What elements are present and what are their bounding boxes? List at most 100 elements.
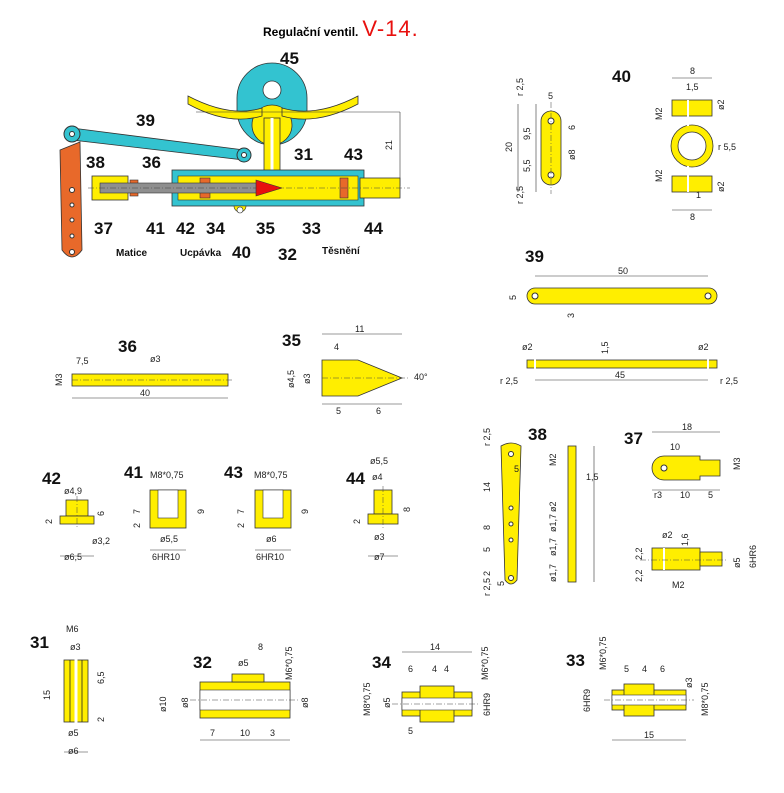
svg-text:1,5: 1,5: [586, 472, 599, 482]
asm-num-45: 45: [280, 49, 299, 68]
svg-text:7: 7: [236, 509, 246, 514]
svg-text:10: 10: [670, 442, 680, 452]
svg-text:ø6: ø6: [266, 534, 277, 544]
svg-text:5: 5: [508, 295, 518, 300]
svg-text:2,2: 2,2: [634, 569, 644, 582]
svg-text:ø2: ø2: [716, 181, 726, 192]
part-44-num: 44: [346, 469, 365, 488]
svg-text:5: 5: [708, 490, 713, 500]
svg-text:40°: 40°: [414, 372, 428, 382]
part-36: 36 7,5 ø3 M3 40: [54, 337, 232, 399]
svg-text:6HR10: 6HR10: [152, 552, 180, 562]
svg-text:5,5: 5,5: [522, 159, 532, 172]
part-44: 44 ø5,5 ø4 8 2 ø3 ø7: [346, 456, 412, 562]
svg-text:ø4,5: ø4,5: [286, 370, 296, 388]
svg-text:ø3,2: ø3,2: [92, 536, 110, 546]
svg-text:ø3: ø3: [150, 354, 161, 364]
part-31-num: 31: [30, 633, 49, 652]
svg-text:M2: M2: [548, 453, 558, 466]
svg-text:15: 15: [42, 690, 52, 700]
svg-text:6: 6: [96, 511, 106, 516]
svg-text:2: 2: [236, 523, 246, 528]
svg-text:4: 4: [642, 664, 647, 674]
asm-num-35: 35: [256, 219, 275, 238]
svg-text:6HR6: 6HR6: [748, 545, 758, 568]
svg-text:ø5: ø5: [732, 557, 742, 568]
svg-text:ø3: ø3: [70, 642, 81, 652]
svg-text:14: 14: [482, 482, 492, 492]
part-37-num: 37: [624, 429, 643, 448]
svg-text:45: 45: [615, 370, 625, 380]
svg-text:10: 10: [240, 728, 250, 738]
svg-text:ø7: ø7: [374, 552, 385, 562]
svg-text:8: 8: [690, 66, 695, 76]
svg-text:40: 40: [140, 388, 150, 398]
svg-text:ø1,7: ø1,7: [548, 514, 558, 532]
svg-text:8: 8: [402, 507, 412, 512]
svg-text:r 2,5: r 2,5: [515, 78, 525, 96]
svg-text:1,5: 1,5: [600, 341, 610, 354]
svg-text:7: 7: [132, 509, 142, 514]
part-43-num: 43: [224, 463, 243, 482]
svg-text:ø5: ø5: [382, 697, 392, 708]
svg-text:ø3: ø3: [302, 373, 312, 384]
title-code: V-14.: [362, 16, 419, 41]
svg-text:8: 8: [482, 525, 492, 530]
svg-text:3: 3: [566, 313, 576, 318]
part-36-num: 36: [118, 337, 137, 356]
svg-text:5: 5: [482, 547, 492, 552]
asm-num-43: 43: [344, 145, 363, 164]
svg-text:5: 5: [408, 726, 413, 736]
svg-text:14: 14: [430, 642, 440, 652]
svg-text:5: 5: [514, 464, 519, 474]
svg-text:8: 8: [258, 642, 263, 652]
asm-num-36: 36: [142, 153, 161, 172]
svg-text:2: 2: [96, 717, 106, 722]
svg-text:ø5: ø5: [238, 658, 249, 668]
part-33-num: 33: [566, 651, 585, 670]
svg-text:5: 5: [496, 581, 506, 586]
svg-text:r3: r3: [654, 490, 662, 500]
label-ucpavka: Ucpávka: [180, 248, 222, 259]
svg-text:M2: M2: [654, 107, 664, 120]
svg-text:ø4: ø4: [372, 472, 383, 482]
part-34: 34 14 6 4 4 M6*0,75 M8*0,75 ø5 6HR9 5: [362, 642, 492, 736]
part-42-num: 42: [42, 469, 61, 488]
title-text: Regulační ventil.: [263, 25, 359, 39]
svg-text:r 2,5: r 2,5: [482, 428, 492, 446]
svg-text:1,6: 1,6: [680, 533, 690, 546]
svg-text:r 2,5: r 2,5: [500, 376, 518, 386]
svg-text:ø2: ø2: [662, 530, 673, 540]
svg-text:7,5: 7,5: [76, 356, 89, 366]
asm-num-32: 32: [278, 245, 297, 264]
svg-text:M2: M2: [654, 169, 664, 182]
svg-text:6: 6: [408, 664, 413, 674]
cone-35: [255, 179, 284, 197]
label-matice: Matice: [116, 248, 148, 259]
svg-text:6: 6: [567, 125, 577, 130]
svg-text:M6*0,75: M6*0,75: [598, 636, 608, 670]
svg-text:ø1,7: ø1,7: [548, 538, 558, 556]
part-37: 37 18 10 M3 r3 10 5 ø2 1,6 2,2 2,2 ø5 6H…: [624, 422, 758, 590]
svg-text:9: 9: [196, 509, 206, 514]
svg-text:M8*0,75: M8*0,75: [362, 682, 372, 716]
svg-text:ø8: ø8: [180, 697, 190, 708]
asm-num-41: 41: [146, 219, 165, 238]
svg-text:5: 5: [624, 664, 629, 674]
svg-text:10: 10: [680, 490, 690, 500]
assembly-view: 21 45 39 38 36 31 43 37 41: [59, 49, 410, 264]
svg-text:6: 6: [376, 406, 381, 416]
part-41: 41 M8*0,75 7 2 9 ø5,5 6HR10: [124, 463, 206, 562]
svg-text:5: 5: [548, 91, 553, 101]
svg-text:M8*0,75: M8*0,75: [700, 682, 710, 716]
lever-38: [59, 141, 83, 258]
asm-num-34: 34: [206, 219, 225, 238]
svg-text:M6*0,75: M6*0,75: [284, 646, 294, 680]
svg-text:ø3: ø3: [374, 532, 385, 542]
part-35: 35 11 4 ø4,5 ø3 40° 5 6: [282, 324, 428, 416]
svg-text:M3: M3: [54, 373, 64, 386]
svg-text:M3: M3: [732, 457, 742, 470]
asm-num-42: 42: [176, 219, 195, 238]
svg-text:6,5: 6,5: [96, 671, 106, 684]
